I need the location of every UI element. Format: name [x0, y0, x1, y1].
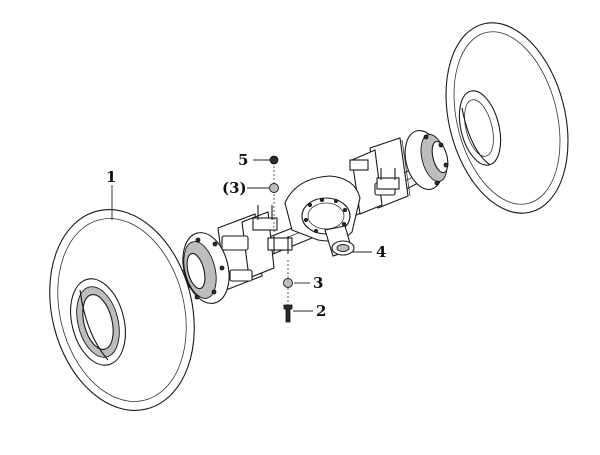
callout-3-paren: (3): [222, 179, 247, 197]
spring-seat-mounts: [252, 159, 400, 254]
callout-1: 1: [106, 168, 116, 186]
left-wheel: [49, 209, 195, 411]
differential-carrier: [284, 175, 361, 257]
callout-4: 4: [376, 243, 386, 261]
fasteners: [269, 155, 293, 323]
left-hub-assembly: [182, 211, 275, 304]
callout-3: 3: [313, 274, 323, 292]
callout-5: 5: [238, 151, 248, 169]
washer-3: [283, 278, 293, 288]
callout-2: 2: [316, 302, 326, 320]
nut-5: [269, 155, 279, 165]
bolt-2: [283, 304, 293, 323]
right-wheel: [445, 22, 569, 214]
washer-3b: [269, 183, 279, 193]
leader-lines: [111, 159, 372, 312]
callout-labels: 1 2 3 (3) 4 5: [106, 151, 386, 320]
